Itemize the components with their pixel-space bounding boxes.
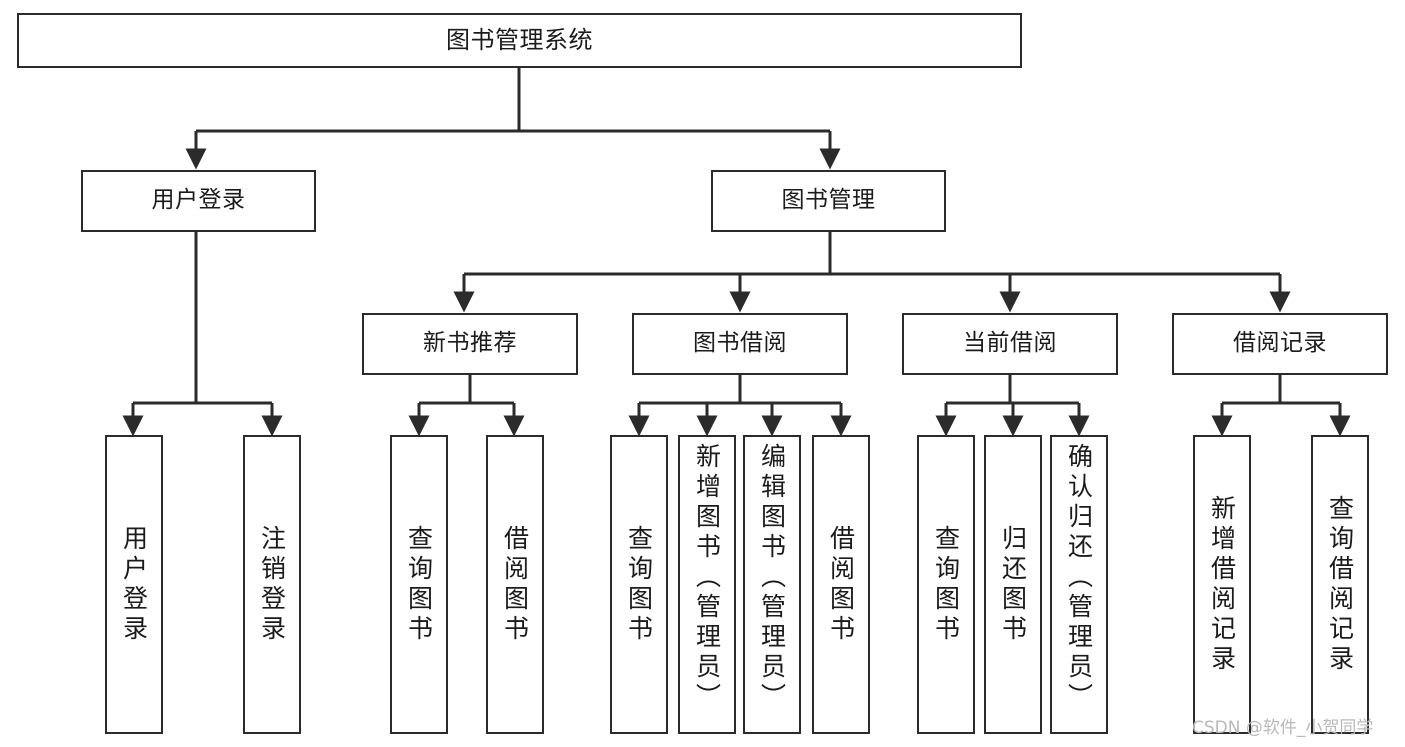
node-user-login-label: 用户登录: [151, 187, 246, 214]
leaf-records-add-record[interactable]: 新增借阅记录: [1193, 435, 1251, 734]
leaf-current-query-book[interactable]: 查询图书: [917, 435, 975, 734]
leaf-borrow-borrow-book[interactable]: 借阅图书: [812, 435, 870, 734]
leaf-recommend-borrow-book[interactable]: 借阅图书: [486, 435, 544, 734]
leaf-label: 借阅图书: [500, 524, 530, 645]
leaf-label: 注销登录: [257, 524, 287, 645]
leaf-user-login-signout[interactable]: 注销登录: [243, 435, 301, 734]
leaf-label: 查询图书: [624, 524, 654, 645]
leaf-label: 查询借阅记录: [1325, 494, 1355, 675]
leaf-borrow-add-book-admin[interactable]: 新增图书（管理员）: [678, 435, 736, 734]
node-root[interactable]: 图书管理系统: [17, 13, 1022, 68]
csdn-watermark: CSDN @软件_小贺同学: [1192, 718, 1374, 738]
leaf-user-login-signin[interactable]: 用户登录: [105, 435, 163, 734]
node-book-management-label: 图书管理: [781, 187, 876, 214]
leaf-borrow-edit-book-admin[interactable]: 编辑图书（管理员）: [743, 435, 801, 734]
node-new-book-recommend-label: 新书推荐: [423, 330, 517, 357]
node-book-management[interactable]: 图书管理: [711, 170, 946, 232]
node-book-borrow[interactable]: 图书借阅: [632, 313, 848, 375]
leaf-recommend-query-book[interactable]: 查询图书: [390, 435, 448, 734]
leaf-label: 归还图书: [998, 524, 1028, 645]
node-current-borrow-label: 当前借阅: [963, 330, 1057, 357]
node-root-label: 图书管理系统: [446, 26, 593, 55]
leaf-label: 确认归还（管理员）: [1064, 443, 1094, 713]
node-borrow-records-label: 借阅记录: [1233, 330, 1327, 357]
leaf-current-confirm-return-admin[interactable]: 确认归还（管理员）: [1050, 435, 1108, 734]
leaf-current-return-book[interactable]: 归还图书: [984, 435, 1042, 734]
leaf-label: 编辑图书（管理员）: [757, 443, 787, 713]
node-borrow-records[interactable]: 借阅记录: [1172, 313, 1388, 375]
leaf-label: 新增借阅记录: [1207, 494, 1237, 675]
leaf-records-query-record[interactable]: 查询借阅记录: [1311, 435, 1369, 734]
leaf-label: 借阅图书: [826, 524, 856, 645]
leaf-label: 查询图书: [931, 524, 961, 645]
node-new-book-recommend[interactable]: 新书推荐: [362, 313, 578, 375]
leaf-label: 新增图书（管理员）: [692, 443, 722, 713]
node-book-borrow-label: 图书借阅: [693, 330, 787, 357]
leaf-label: 用户登录: [119, 524, 149, 645]
node-current-borrow[interactable]: 当前借阅: [902, 313, 1118, 375]
leaf-label: 查询图书: [404, 524, 434, 645]
leaf-borrow-query-book[interactable]: 查询图书: [610, 435, 668, 734]
node-user-login[interactable]: 用户登录: [81, 170, 316, 232]
